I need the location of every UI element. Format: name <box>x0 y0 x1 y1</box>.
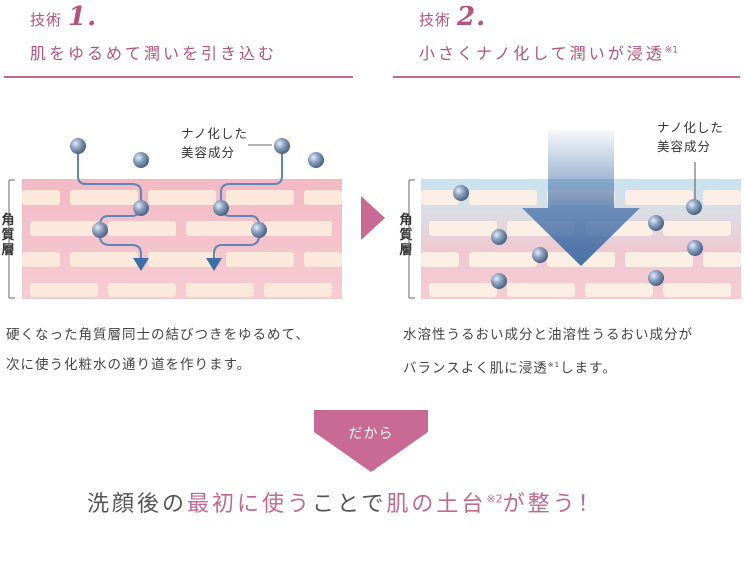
diagram2-svg <box>408 130 741 299</box>
diagram2-callout-line2: 美容成分 <box>657 139 712 154</box>
technique2-label: 技術 2. <box>419 2 486 32</box>
diagram1-arrowheads <box>133 258 222 271</box>
diagram1-bracket <box>8 179 15 299</box>
headline-part3: ことで <box>312 492 387 517</box>
technique1-desc-line2: 次に使う化粧水の通り道を作ります。 <box>6 357 252 373</box>
diagram2-cells <box>421 190 741 297</box>
diagram1-callout-line2: 美容成分 <box>181 145 236 160</box>
technique2-desc-line2: バランスよく肌に浸透※1します。 <box>403 350 693 384</box>
technique1-subtitle: 肌をゆるめて潤いを引き込む <box>30 44 278 63</box>
diagram2-bracket <box>408 179 415 299</box>
headline-note: ※2 <box>486 492 503 506</box>
technique2-prefix: 技術 <box>419 11 452 29</box>
technique1-description: 硬くなった角質層同士の結びつきをゆるめて、 次に使う化粧水の通り道を作ります。 <box>6 320 310 380</box>
headline-part5: が整う！ <box>502 492 603 517</box>
technique1-label: 技術 1. <box>30 2 97 32</box>
technique1-desc-line1: 硬くなった角質層同士の結びつきをゆるめて、 <box>6 327 310 343</box>
headline-part1: 洗顔後の <box>87 492 188 517</box>
technique1-rule <box>4 76 353 78</box>
technique1-number: 1. <box>68 2 98 32</box>
headline-part2: 最初に使う <box>187 492 313 517</box>
diagram1-layer-label: 角質層 <box>1 213 15 258</box>
technique2-desc-line2b: します。 <box>560 360 617 377</box>
technique2-desc-line1: 水溶性うるおい成分と油溶性うるおい成分が <box>403 327 693 343</box>
diagram2-callout-line1: ナノ化した <box>657 120 724 135</box>
diagram1-svg <box>8 138 342 299</box>
diagram1-particles <box>70 138 324 238</box>
therefore-label: だから <box>348 426 394 442</box>
technique2-subtitle-text: 小さくナノ化して潤いが浸透 <box>419 44 665 63</box>
technique2-subtitle: 小さくナノ化して潤いが浸透※1 <box>419 40 678 64</box>
technique2-desc-line2a: バランスよく肌に浸透 <box>403 360 548 377</box>
headline-part4: 肌の土台 <box>386 492 487 517</box>
headline: 洗顔後の最初に使うことで肌の土台※2が整う！ <box>87 486 603 518</box>
diagram2-particles <box>453 185 703 289</box>
technique2-number: 2. <box>457 2 487 32</box>
diagram1-callout: ナノ化した 美容成分 <box>181 124 248 162</box>
therefore-arrow-icon <box>314 410 428 472</box>
diagram2-penetration-arrow-icon <box>522 130 640 266</box>
technique2-desc-note: ※1 <box>547 361 561 369</box>
diagram1-cells <box>22 190 342 297</box>
technique2-subtitle-note: ※1 <box>664 45 679 56</box>
technique2-description: 水溶性うるおい成分と油溶性うるおい成分が バランスよく肌に浸透※1します。 <box>403 320 693 384</box>
technique1-prefix: 技術 <box>30 11 63 29</box>
diagram1-callout-line1: ナノ化した <box>181 126 248 141</box>
diagram2-callout: ナノ化した 美容成分 <box>657 118 724 156</box>
diagram1-flow-paths <box>77 146 283 260</box>
next-step-arrow-icon <box>361 196 385 240</box>
technique2-rule <box>393 76 740 78</box>
